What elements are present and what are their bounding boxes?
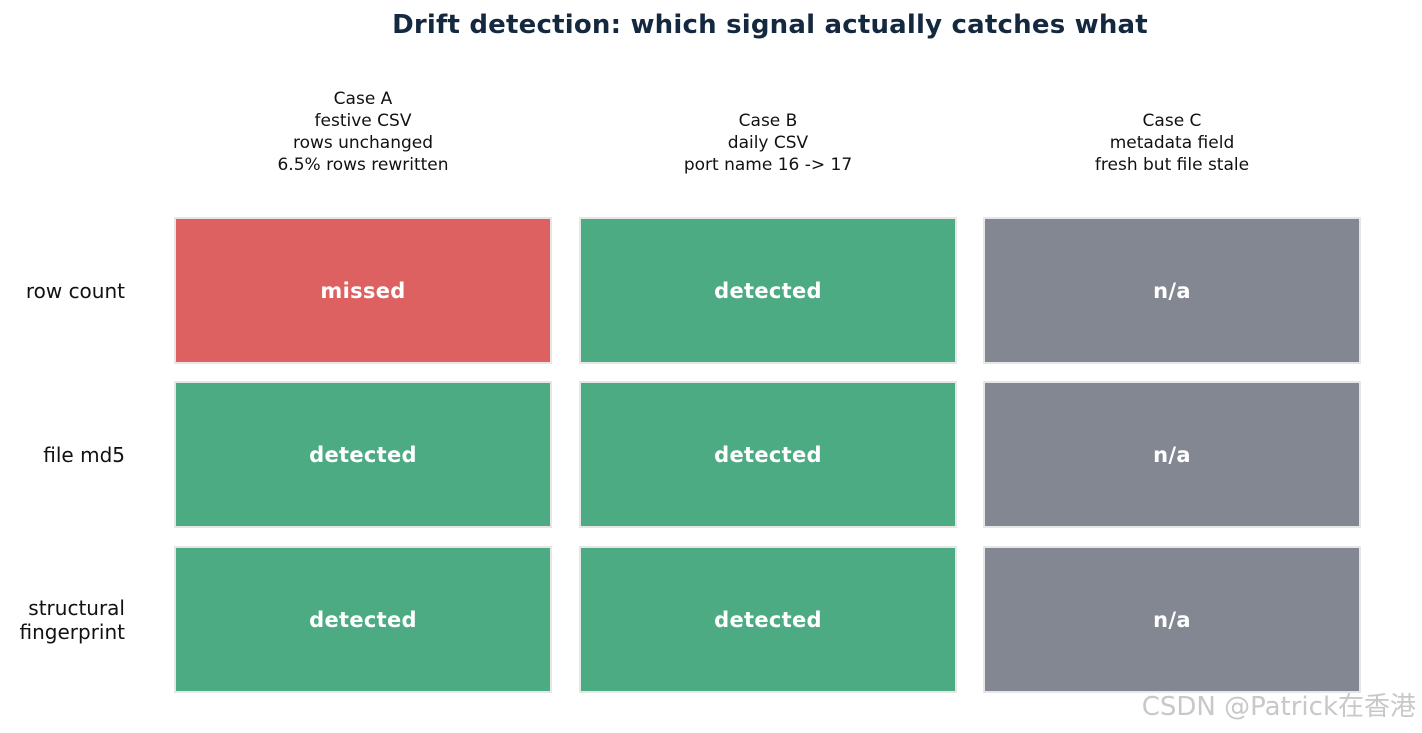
matrix-cell: detected — [579, 217, 957, 364]
matrix-cell: detected — [174, 381, 552, 528]
cell-status-label: missed — [320, 278, 406, 303]
row-label-1: row count — [0, 217, 125, 364]
column-header-line: fresh but file stale — [1094, 155, 1250, 175]
column-header-line: port name 16 -> 17 — [683, 155, 853, 175]
cell-status-label: detected — [309, 442, 417, 467]
column-header-line: daily CSV — [727, 133, 809, 153]
cell-status-label: detected — [714, 278, 822, 303]
column-header-line: Case A — [333, 89, 393, 109]
row-label-line: structural — [28, 595, 125, 620]
matrix-cell: detected — [579, 546, 957, 693]
matrix-cell: n/a — [983, 217, 1361, 364]
cell-status-label: detected — [714, 442, 822, 467]
column-header-line: Case B — [738, 111, 798, 131]
row-label-line: file md5 — [43, 442, 125, 467]
cell-status-label: detected — [309, 607, 417, 632]
watermark: CSDN @Patrick在香港 — [1141, 692, 1416, 722]
column-header-line: rows unchanged — [292, 133, 434, 153]
row-label-line: fingerprint — [19, 619, 126, 644]
matrix-cell: detected — [174, 546, 552, 693]
cell-status-label: n/a — [1153, 442, 1191, 467]
cell-status-label: n/a — [1153, 278, 1191, 303]
matrix-cell: missed — [174, 217, 552, 364]
cell-status-label: n/a — [1153, 607, 1191, 632]
chart-title: Drift detection: which signal actually c… — [392, 10, 1148, 40]
matrix-cell: n/a — [983, 381, 1361, 528]
column-header-line: metadata field — [1109, 133, 1235, 153]
cell-status-label: detected — [714, 607, 822, 632]
matrix-cell: detected — [579, 381, 957, 528]
column-header-line: 6.5% rows rewritten — [277, 155, 449, 175]
column-header-line: festive CSV — [314, 111, 412, 131]
row-label-line: row count — [25, 278, 125, 303]
matrix-cell: n/a — [983, 546, 1361, 693]
column-header-line: Case C — [1142, 111, 1202, 131]
row-label-2: file md5 — [0, 381, 125, 528]
